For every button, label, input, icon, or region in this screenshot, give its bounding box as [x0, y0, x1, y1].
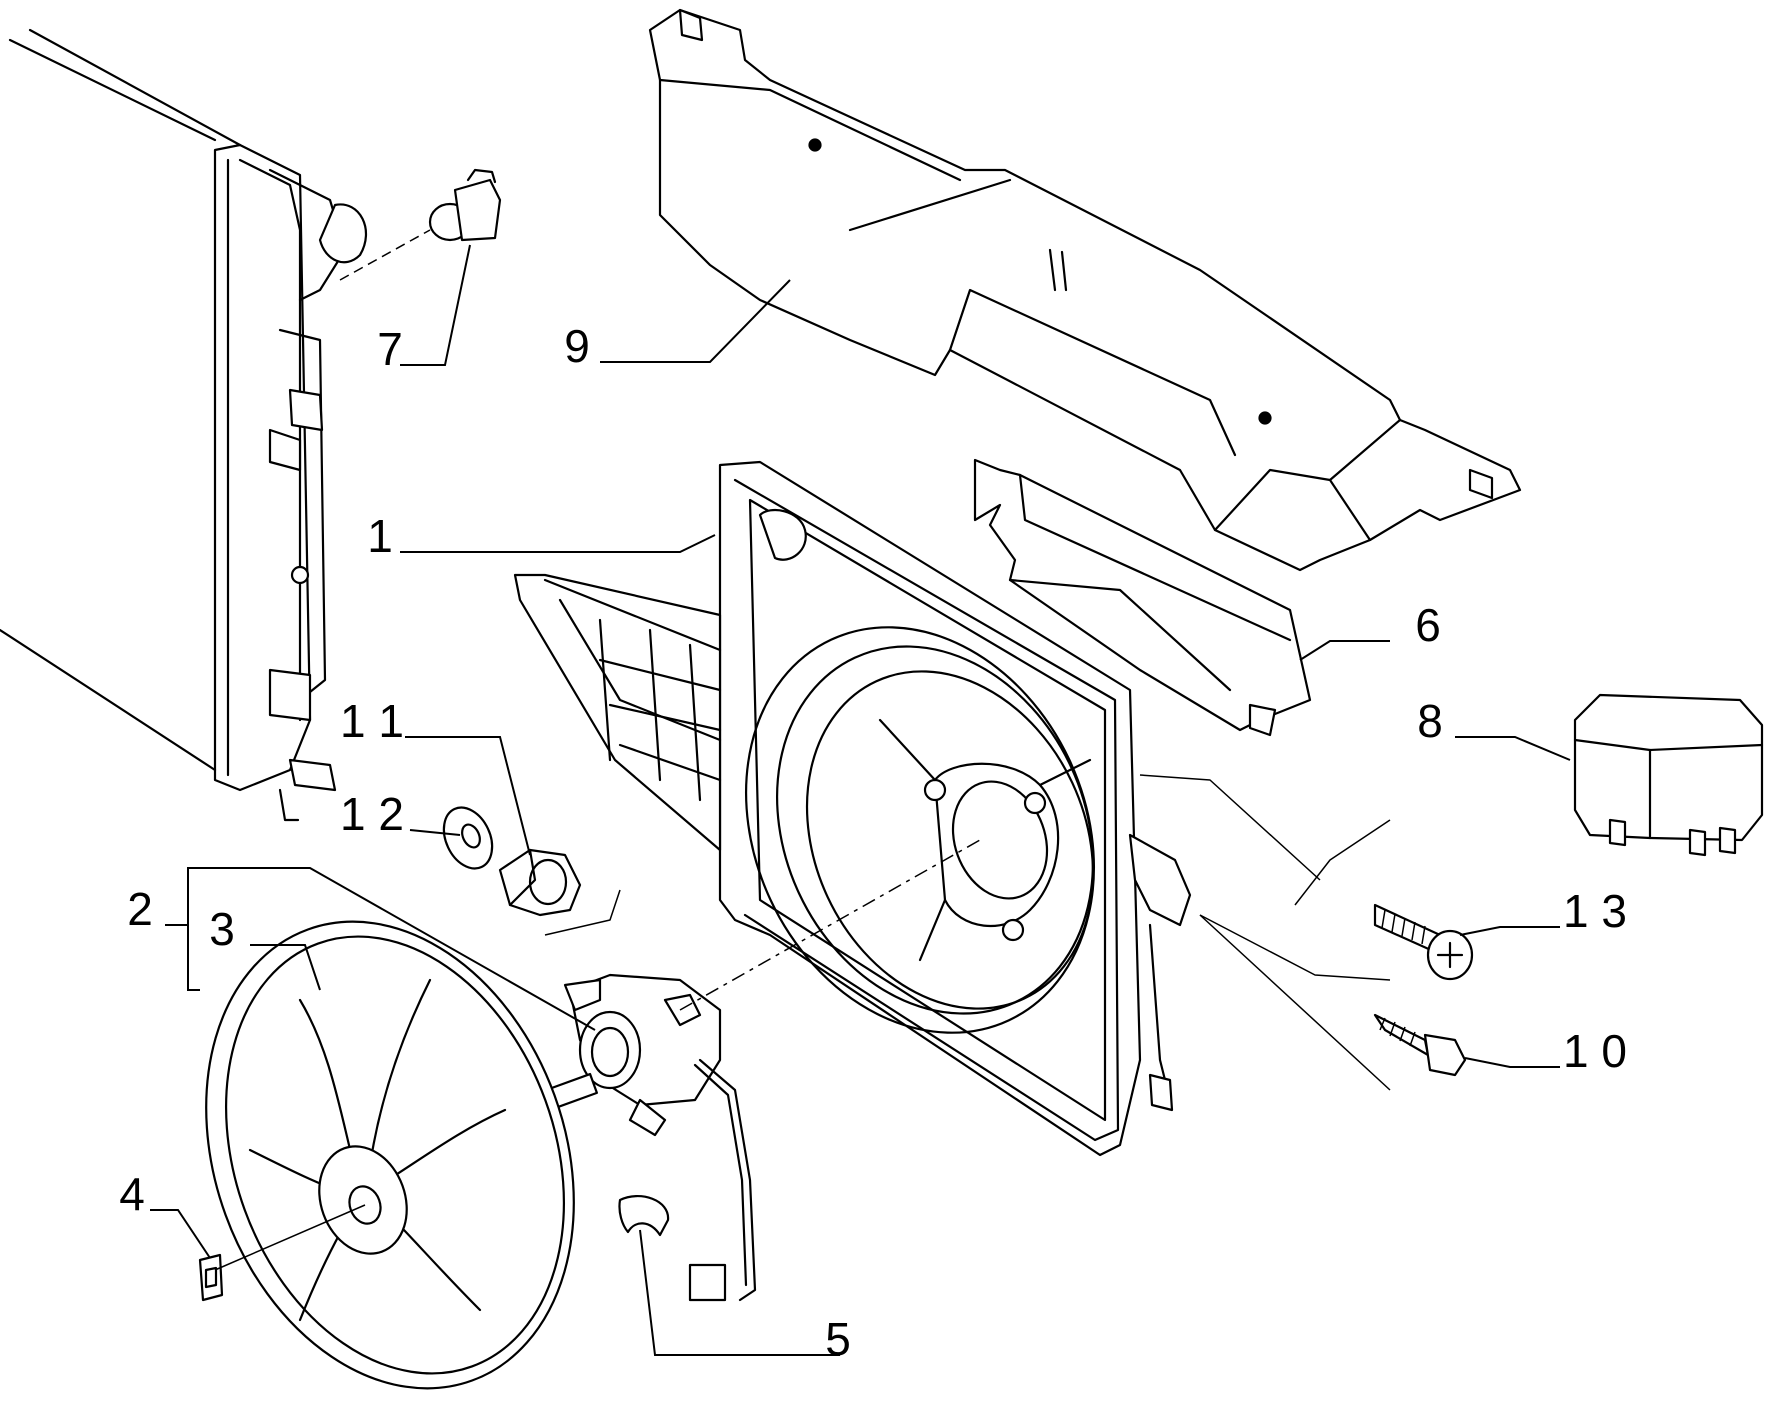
part-3-fan-impeller: [205, 920, 575, 1390]
part-9-upper-duct: [648, 8, 1522, 572]
callout-4: 4: [119, 1168, 145, 1220]
callout-9: 9: [564, 320, 590, 372]
callout-labels: 1 2 3 4 5 6 7 8 9 1 0 1 1 1 2 1 3: [119, 320, 1627, 1365]
part-8-relay: [1573, 693, 1764, 857]
callout-13: 1 3: [1563, 885, 1627, 937]
part-12-washer: [442, 806, 494, 870]
part-7-sensor: [339, 168, 502, 281]
part-5-clip: [618, 1195, 670, 1237]
callout-3: 3: [209, 903, 235, 955]
part-6-deflector: [973, 458, 1312, 737]
part-4-clip: [198, 1253, 224, 1302]
callout-5: 5: [825, 1313, 851, 1365]
fan-motor: [541, 973, 757, 1302]
callout-1: 1: [367, 510, 393, 562]
part-1-fan-shroud: [513, 460, 1192, 1157]
callout-11: 1 1: [340, 695, 404, 747]
part-10-screw: [1373, 1013, 1467, 1077]
callout-2: 2: [127, 883, 153, 935]
callout-12: 1 2: [340, 788, 404, 840]
callout-6: 6: [1415, 599, 1441, 651]
part-11-nut: [498, 848, 582, 917]
callout-8: 8: [1417, 695, 1443, 747]
callout-7: 7: [377, 323, 403, 375]
radiator: [0, 28, 368, 822]
leader-lines: [150, 244, 1571, 1356]
callout-10: 1 0: [1563, 1025, 1627, 1077]
part-13-screw: [1373, 903, 1474, 981]
